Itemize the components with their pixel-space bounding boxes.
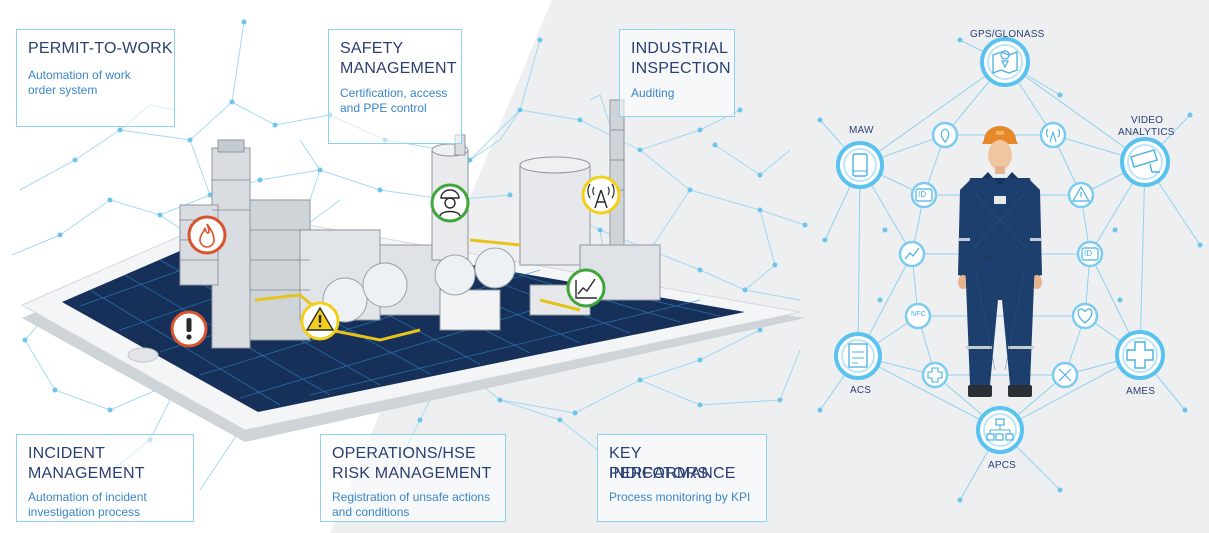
medical-cross-icon — [921, 361, 949, 389]
id-card-icon-right — [1076, 240, 1104, 268]
antenna-icon — [581, 175, 621, 215]
callout-title: PERMIT-TO-WORK — [28, 40, 173, 57]
callout-desc: and PPE control — [340, 101, 427, 115]
callout-title: RISK MANAGEMENT — [332, 465, 492, 482]
callout-title: INDUSTRIAL — [631, 40, 729, 57]
signal-icon — [1039, 121, 1067, 149]
nfc-icon — [904, 302, 932, 330]
callout-title: INDICATORS — [609, 465, 709, 482]
fire-icon — [187, 215, 227, 255]
acs-node — [834, 332, 882, 380]
warning-triangle-icon — [1067, 181, 1095, 209]
callout-desc: Registration of unsafe actions — [332, 490, 491, 504]
trend-chart-icon — [898, 240, 926, 268]
maw-node — [836, 141, 884, 189]
callout-desc: Automation of incident — [28, 490, 147, 504]
id-card-icon-left — [910, 181, 938, 209]
apcs-node — [976, 406, 1024, 454]
callout-title: KEY PERFORMANCE — [609, 445, 736, 482]
home-button — [127, 347, 159, 363]
callout-title: SAFETY — [340, 40, 404, 57]
gps-node — [980, 37, 1030, 87]
callout-desc: Process monitoring by KPI — [609, 490, 751, 504]
callout-desc: investigation process — [28, 505, 141, 519]
worker-figure — [958, 126, 1042, 397]
callout-title: INCIDENT — [28, 445, 106, 462]
id-label-right: ID — [1084, 249, 1093, 258]
callout-incident-management: INCIDENT MANAGEMENT Automation of incide… — [16, 434, 194, 522]
analytics-label: ANALYTICS — [1118, 127, 1175, 138]
maw-label: MAW — [849, 125, 874, 136]
callout-industrial-inspection: INDUSTRIAL INSPECTION Auditing — [619, 29, 735, 117]
video-label: VIDEO — [1131, 115, 1164, 126]
callout-title: MANAGEMENT — [28, 465, 145, 482]
callout-desc: Automation of work — [28, 68, 131, 82]
callout-operations-hse: OPERATIONS/HSE RISK MANAGEMENT Registrat… — [320, 434, 506, 522]
video-analytics-node — [1120, 137, 1170, 187]
acs-label: ACS — [850, 385, 872, 396]
warning-icon — [300, 301, 340, 341]
callout-kpi: KEY PERFORMANCE INDICATORS Process monit… — [597, 434, 767, 522]
apcs-label: APCS — [988, 460, 1017, 471]
callout-desc: Certification, access — [340, 86, 448, 100]
worker-icon — [430, 183, 470, 223]
callout-desc: order system — [28, 83, 98, 97]
callout-title: MANAGEMENT — [340, 60, 457, 77]
callout-safety-management: SAFETY MANAGEMENT Certification, access … — [328, 29, 462, 144]
callout-desc: Auditing — [631, 86, 675, 100]
location-pin-icon — [931, 121, 959, 149]
ames-node — [1115, 330, 1165, 380]
callout-title: OPERATIONS/HSE — [332, 445, 476, 462]
callout-title: INSPECTION — [631, 60, 731, 77]
chart-icon — [566, 268, 606, 308]
id-label-left: ID — [918, 190, 927, 199]
callout-permit-to-work: PERMIT-TO-WORK Automation of work order … — [16, 29, 175, 127]
exclamation-icon — [170, 310, 208, 348]
ames-label: AMES — [1126, 386, 1156, 397]
nfc-label: NFC — [911, 311, 926, 318]
tools-icon — [1051, 361, 1079, 389]
heart-rate-icon — [1071, 302, 1099, 330]
gps-label: GPS/GLONASS — [970, 29, 1045, 40]
callout-desc: and conditions — [332, 505, 410, 519]
